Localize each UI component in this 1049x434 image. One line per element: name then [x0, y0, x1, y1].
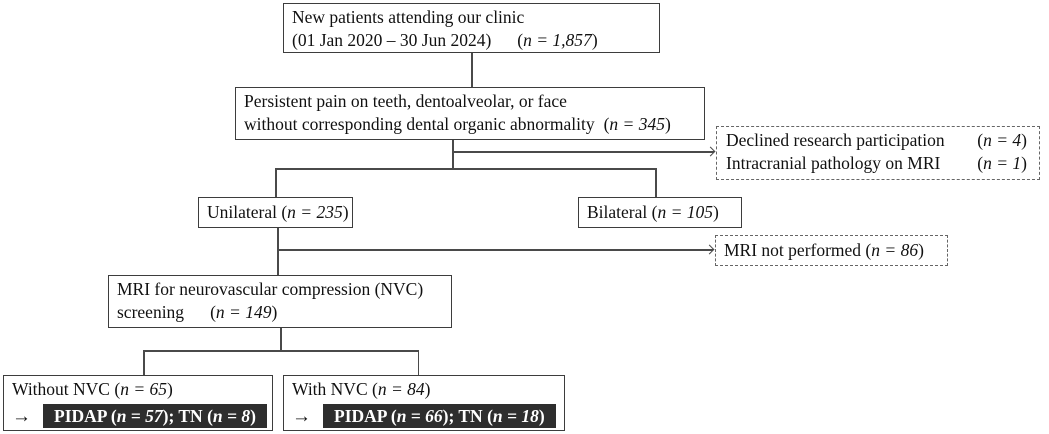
declined-row1-n: (n = 4): [977, 129, 1027, 152]
arrow-line-to-mri-not-performed-box: [277, 249, 713, 251]
mri-not-performed-n-close: ): [918, 240, 924, 260]
with-nvc-bar-tn-n: n = 18: [492, 406, 539, 426]
connector-split-to-with-nvc: [417, 350, 419, 376]
without-nvc-result-line: → PIDAP (n = 57); TN (n = 8): [12, 404, 267, 428]
declined-row1-n-close: ): [1021, 130, 1027, 150]
with-nvc-result-line: → PIDAP (n = 66); TN (n = 18): [292, 404, 556, 428]
box-with-nvc: With NVC (n = 84) → PIDAP (n = 66); TN (…: [283, 375, 565, 431]
connector-pain-to-split: [452, 139, 454, 169]
declined-row1-n-open: (: [977, 130, 984, 150]
persistent-pain-n-open: (: [603, 114, 610, 134]
connector-top-to-pain: [471, 53, 473, 88]
mri-not-performed-label: MRI not performed (: [724, 240, 872, 260]
box-mri-not-performed: MRI not performed (n = 86): [715, 235, 948, 266]
bilateral-n-value: n = 105: [657, 202, 714, 222]
mri-screening-n-open: (: [210, 302, 216, 322]
box-new-patients: New patients attending our clinic (01 Ja…: [283, 3, 660, 53]
new-patients-date-range: (01 Jan 2020 – 30 Jun 2024): [292, 30, 492, 50]
declined-row2: Intracranial pathology on MRI (n = 1): [726, 152, 1027, 175]
connector-unilateral-to-mri: [277, 227, 279, 275]
without-nvc-label: Without NVC (: [12, 379, 121, 399]
without-nvc-bar-pidap-n: n = 57: [116, 406, 163, 426]
connector-split-to-unilateral: [275, 168, 277, 198]
with-nvc-n-close: ): [424, 379, 431, 399]
persistent-pain-n-close: ): [664, 114, 671, 134]
with-nvc-title: With NVC (n = 84): [292, 378, 556, 401]
mri-not-performed-n-value: n = 86: [871, 240, 919, 260]
right-arrow-icon: →: [292, 405, 311, 427]
declined-row2-n-close: ): [1021, 153, 1027, 173]
new-patients-n-value: n = 1,857: [523, 30, 592, 50]
box-bilateral: Bilateral (n = 105): [578, 197, 742, 228]
without-nvc-n-value: n = 65: [120, 379, 167, 399]
unilateral-label: Unilateral (: [207, 202, 288, 222]
declined-row2-label: Intracranial pathology on MRI: [726, 153, 941, 173]
with-nvc-label: With NVC (: [292, 379, 378, 399]
without-nvc-diagnosis-bar: PIDAP (n = 57); TN (n = 8): [43, 404, 267, 428]
with-nvc-diagnosis-bar: PIDAP (n = 66); TN (n = 18): [323, 404, 556, 428]
declined-row2-n-open: (: [977, 153, 984, 173]
with-nvc-bar-pidap: PIDAP (: [334, 406, 397, 426]
split-line-nvc: [143, 350, 419, 352]
box-persistent-pain: Persistent pain on teeth, dentoalveolar,…: [235, 87, 705, 140]
mri-screening-n-value: n = 149: [215, 302, 272, 322]
arrow-line-to-declined-box: [452, 151, 714, 153]
without-nvc-bar-tn-n: n = 8: [212, 406, 251, 426]
with-nvc-bar-pidap-n: n = 66: [396, 406, 443, 426]
connector-mri-to-split: [280, 327, 282, 351]
declined-row1-n-value: n = 4: [983, 130, 1022, 150]
box-unilateral: Unilateral (n = 235): [198, 197, 353, 228]
declined-row2-n-value: n = 1: [983, 153, 1022, 173]
new-patients-n-open: (: [517, 30, 524, 50]
new-patients-line2: (01 Jan 2020 – 30 Jun 2024) (n = 1,857): [292, 29, 651, 52]
right-arrow-icon: →: [12, 405, 31, 427]
unilateral-n-close: ): [342, 202, 349, 222]
unilateral-n-value: n = 235: [287, 202, 343, 222]
mri-screening-line2: screening (n = 149): [117, 301, 443, 324]
with-nvc-bar-close: ): [538, 406, 545, 426]
connector-split-to-without-nvc: [143, 350, 145, 376]
declined-row2-n: (n = 1): [977, 152, 1027, 175]
without-nvc-n-close: ): [167, 379, 173, 399]
persistent-pain-line1: Persistent pain on teeth, dentoalveolar,…: [244, 91, 567, 111]
new-patients-line1: New patients attending our clinic: [292, 7, 525, 27]
declined-row1-label: Declined research participation: [726, 130, 945, 150]
mri-screening-text: screening: [117, 302, 185, 322]
box-mri-screening: MRI for neurovascular compression (NVC) …: [108, 275, 452, 328]
bilateral-n-close: ): [713, 202, 719, 222]
bilateral-label: Bilateral (: [587, 202, 658, 222]
box-without-nvc: Without NVC (n = 65) → PIDAP (n = 57); T…: [3, 375, 273, 431]
declined-row1: Declined research participation (n = 4): [726, 129, 1027, 152]
with-nvc-n-value: n = 84: [377, 379, 425, 399]
persistent-pain-line2: without corresponding dental organic abn…: [244, 113, 696, 136]
split-line-unilateral-bilateral: [275, 168, 656, 170]
persistent-pain-text: without corresponding dental organic abn…: [244, 114, 595, 134]
without-nvc-title: Without NVC (n = 65): [12, 378, 264, 401]
without-nvc-bar-pidap: PIDAP (: [54, 406, 117, 426]
with-nvc-bar-tn: ); TN (: [442, 406, 493, 426]
box-declined-excluded: Declined research participation (n = 4) …: [716, 126, 1040, 180]
without-nvc-bar-close: ): [250, 406, 256, 426]
mri-screening-line1: MRI for neurovascular compression (NVC): [117, 279, 424, 299]
new-patients-n-close: ): [591, 30, 598, 50]
mri-screening-n-close: ): [271, 302, 278, 322]
persistent-pain-n-value: n = 345: [609, 114, 665, 134]
without-nvc-bar-tn: ); TN (: [162, 406, 213, 426]
connector-split-to-bilateral: [655, 168, 657, 198]
